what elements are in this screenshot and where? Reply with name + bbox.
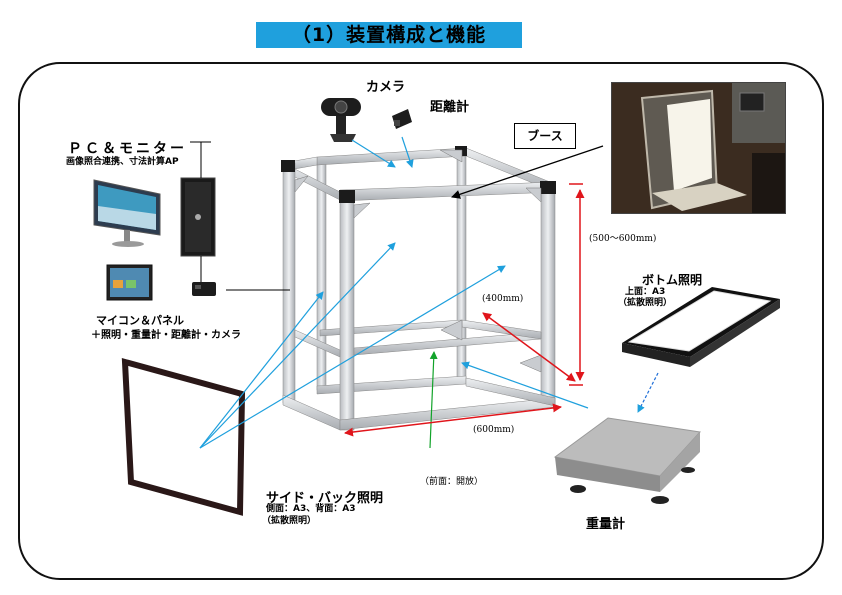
front-open-arrow [429, 351, 438, 449]
camera-image [321, 98, 361, 142]
width-dimension-label: (600mm) [473, 425, 515, 435]
distance-meter-image [392, 109, 412, 129]
side-light-image [121, 358, 246, 516]
distance-meter-label: 距離計 [430, 100, 470, 115]
booth-arrow [451, 145, 604, 199]
pc-monitor-sub-label: 画像照合連携、寸法計算AP [66, 157, 179, 167]
pc-monitor-label: ＰＣ＆モニター [68, 141, 187, 157]
front-open-label: （前面：開放） [420, 477, 484, 487]
diagram-frame [18, 62, 824, 580]
bottom-light-label: ボトム照明 [642, 273, 703, 287]
bottom-light-image [622, 287, 780, 367]
booth-label: ブース [514, 123, 576, 149]
micro-panel-label: マイコン＆パネル [96, 314, 184, 327]
scale-label: 重量計 [586, 517, 626, 532]
pc-tower-image [180, 177, 216, 257]
dimension-arrows [344, 183, 585, 437]
monitor-image [93, 179, 161, 247]
booth-frame [281, 146, 556, 431]
side-light-label: サイド・バック照明 [266, 491, 384, 506]
camera-label: カメラ [366, 80, 406, 95]
controller-image [192, 282, 216, 296]
depth-dimension-label: (400mm) [482, 294, 524, 304]
side-light-sub-label-2: （拡散照明） [262, 516, 317, 526]
booth-photo [611, 82, 786, 214]
panel-image [106, 264, 153, 301]
bottom-light-sub-label-1: 上面：A3 [625, 287, 666, 297]
micro-panel-sub-label: ＋照明・重量計・距離計・カメラ [91, 330, 241, 341]
page-title: （1）装置構成と機能 [256, 22, 522, 48]
side-light-sub-label-1: 側面：A3、背面：A3 [266, 504, 356, 514]
scale-image [553, 417, 701, 504]
bottom-light-sub-label-2: （拡散照明） [618, 298, 673, 308]
height-dimension-label: (500～600mm) [589, 234, 657, 244]
